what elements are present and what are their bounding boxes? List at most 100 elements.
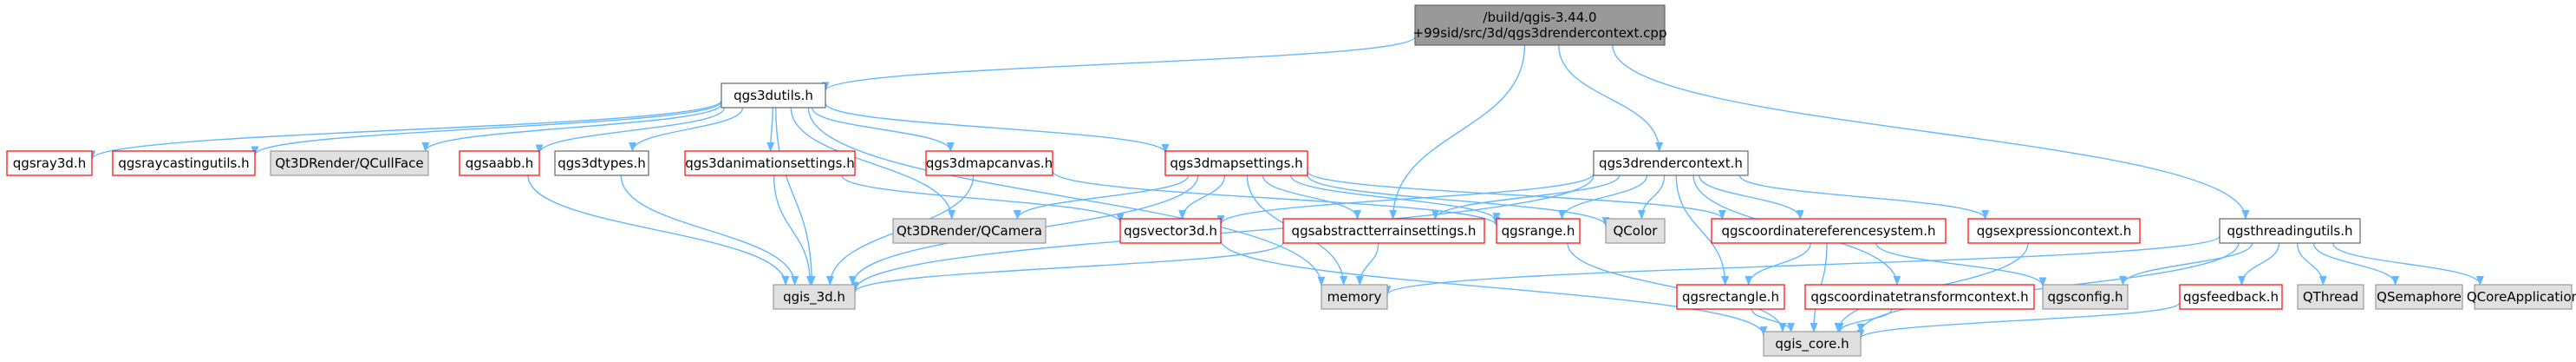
node-box-qgsconfig — [2042, 284, 2129, 310]
node-label-line-qgs3dmapsettings-0: qgs3dmapsettings.h — [1170, 155, 1302, 171]
edge-qgsthreadingutils-to-qgsfeedback — [2238, 242, 2280, 286]
node-label-line-qcullface-0: Qt3DRender/QCullFace — [275, 155, 423, 171]
node-box-qgscoordinatetransformcontext — [1804, 284, 2035, 310]
node-label-line-root-0: /build/qgis-3.44.0 — [1483, 10, 1596, 25]
edge-qgs3dutils-to-qgis_3d — [775, 107, 816, 286]
node-label-qgis_core: qgis_core.h — [1775, 336, 1849, 352]
node-box-qgsvector3d — [1119, 218, 1222, 244]
node-qgsvector3d[interactable]: qgsvector3d.h — [1119, 218, 1222, 244]
edge-qgs3dmapsettings-to-qgsabstractterrainsettings — [1262, 174, 1361, 220]
node-root[interactable]: /build/qgis-3.44.0+99sid/src/3d/qgs3dren… — [1413, 4, 1667, 46]
node-label-line-qgsthreadingutils-0: qgsthreadingutils.h — [2227, 223, 2352, 239]
node-label-line-root-1: +99sid/src/3d/qgs3drendercontext.cpp — [1413, 25, 1667, 41]
node-label-qgsaabb: qgsaabb.h — [466, 155, 534, 171]
edge-qgs3dmapsettings-to-qcamera — [1013, 174, 1190, 220]
node-qgsabstractterrainsettings[interactable]: qgsabstractterrainsettings.h — [1282, 218, 1485, 244]
node-qgsraycastingutils[interactable]: qgsraycastingutils.h — [112, 150, 256, 176]
node-qgsthreadingutils[interactable]: qgsthreadingutils.h — [2219, 218, 2361, 244]
edge-qgs3dutils-to-memory — [807, 107, 1326, 286]
node-box-qgsrange — [1496, 218, 1581, 244]
node-qgscoordinatereferencesystem[interactable]: qgscoordinatereferencesystem.h — [1711, 218, 1947, 244]
edge-qgsfeedback-to-qgis_core — [1856, 301, 2181, 339]
node-box-qgsray3d — [6, 150, 93, 176]
node-label-memory: memory — [1327, 289, 1382, 305]
edge-qgs3drendercontext-to-qgsrange — [1558, 174, 1648, 220]
node-box-qgsthreadingutils — [2219, 218, 2361, 244]
edge-qgs3dutils-to-qgs3danimationsettings — [766, 107, 775, 153]
node-qgsray3d[interactable]: qgsray3d.h — [6, 150, 93, 176]
node-label-qgsraycastingutils: qgsraycastingutils.h — [118, 155, 249, 171]
node-label-qgsvector3d: qgsvector3d.h — [1124, 223, 1217, 239]
node-label-qgscoordinatereferencesystem: qgscoordinatereferencesystem.h — [1722, 223, 1936, 239]
node-label-line-qcoreapplication-0: QCoreApplication — [2467, 289, 2576, 305]
node-qgsfeedback[interactable]: qgsfeedback.h — [2179, 284, 2283, 310]
node-label-line-qgsabstractterrainsettings-0: qgsabstractterrainsettings.h — [1292, 223, 1477, 239]
node-qthread: QThread — [2297, 284, 2364, 310]
edge-root-to-qgsabstractterrainsettings — [1389, 44, 1526, 220]
nodes-layer: /build/qgis-3.44.0+99sid/src/3d/qgs3dren… — [6, 4, 2576, 357]
node-label-line-qgsexpressioncontext-0: qgsexpressioncontext.h — [1977, 223, 2132, 239]
edge-qgs3dmapsettings-to-qgsrange — [1289, 174, 1501, 223]
node-qgs3dmapsettings[interactable]: qgs3dmapsettings.h — [1164, 150, 1308, 176]
edge-qgs3dutils-to-qgsraycastingutils — [251, 101, 722, 156]
node-box-qgs3dmapsettings — [1164, 150, 1308, 176]
node-label-line-qgsraycastingutils-0: qgsraycastingutils.h — [118, 155, 249, 171]
node-box-qgsabstractterrainsettings — [1282, 218, 1485, 244]
node-qcolor: QColor — [1605, 218, 1666, 244]
node-box-qthread — [2297, 284, 2364, 310]
node-label-line-qcolor-0: QColor — [1614, 223, 1659, 239]
node-qsemaphore: QSemaphore — [2375, 284, 2463, 310]
node-qgsexpressioncontext[interactable]: qgsexpressioncontext.h — [1967, 218, 2141, 244]
node-label-root: /build/qgis-3.44.0+99sid/src/3d/qgs3dren… — [1413, 10, 1667, 41]
edges-layer — [88, 36, 2484, 339]
edge-qgsvector3d-to-qgis_core — [1220, 240, 1768, 337]
edge-qgs3danimationsettings-to-qgis_3d — [773, 174, 814, 286]
edge-qgs3drendercontext-to-qgsexpressioncontext — [1738, 174, 1990, 220]
node-label-line-qgs3dmapcanvas-0: qgs3dmapcanvas.h — [926, 155, 1053, 171]
node-box-qcoreapplication — [2474, 284, 2573, 310]
node-box-qgis_core — [1763, 331, 1862, 357]
node-qgscoordinatetransformcontext[interactable]: qgscoordinatetransformcontext.h — [1804, 284, 2035, 310]
edge-qgscoordinatetransformcontext-to-qgis_core — [1836, 308, 1893, 333]
node-box-qgs3dmapcanvas — [925, 150, 1053, 176]
node-qcamera: Qt3DRender/QCamera — [892, 218, 1047, 244]
node-qgs3drendercontext[interactable]: qgs3drendercontext.h — [1593, 150, 1749, 176]
node-qgsaabb[interactable]: qgsaabb.h — [459, 150, 540, 176]
node-qgs3dutils[interactable]: qgs3dutils.h — [721, 82, 826, 109]
node-label-line-qsemaphore-0: QSemaphore — [2377, 289, 2462, 305]
edge-qgs3dutils-to-qcullface — [421, 103, 722, 153]
node-box-qgs3drendercontext — [1593, 150, 1749, 176]
edge-qgs3dutils-to-qgs3dmapcanvas — [812, 107, 955, 153]
node-box-qgsexpressioncontext — [1967, 218, 2141, 244]
edge-qgs3dmapsettings-to-qgscoordinatereferencesystem — [1307, 171, 1726, 220]
edge-qgscoordinatereferencesystem-to-qgsconfig — [1875, 242, 2047, 287]
node-box-qgscoordinatereferencesystem — [1711, 218, 1947, 244]
edge-root-to-qgs3dutils — [821, 36, 1416, 92]
node-label-qgsrange: qgsrange.h — [1502, 223, 1575, 239]
node-qgsrange[interactable]: qgsrange.h — [1496, 218, 1581, 244]
node-box-qcullface — [270, 150, 429, 176]
edge-qgs3drendercontext-to-qgsabstractterrainsettings — [1431, 174, 1621, 220]
node-label-qthread: QThread — [2303, 289, 2358, 305]
edge-qgs3drendercontext-to-qgsrectangle — [1675, 174, 1730, 286]
node-label-qgsthreadingutils: qgsthreadingutils.h — [2227, 223, 2352, 239]
node-label-qgsrectangle: qgsrectangle.h — [1682, 289, 1779, 305]
node-label-line-qgis_3d-0: qgis_3d.h — [783, 289, 845, 306]
node-qgs3danimationsettings[interactable]: qgs3danimationsettings.h — [684, 150, 856, 176]
node-box-qgsfeedback — [2179, 284, 2283, 310]
node-label-qgsexpressioncontext: qgsexpressioncontext.h — [1977, 223, 2132, 239]
edge-qgs3dutils-to-qgsaabb — [535, 107, 725, 155]
node-qgs3dtypes[interactable]: qgs3dtypes.h — [554, 150, 649, 176]
node-box-qcolor — [1605, 218, 1666, 244]
node-box-qgs3dutils — [721, 82, 826, 109]
edge-qgs3dmapsettings-to-qcolor — [1307, 174, 1610, 227]
node-label-line-qgsray3d-0: qgsray3d.h — [13, 155, 86, 171]
node-label-qcolor: QColor — [1614, 223, 1659, 239]
node-box-qgsaabb — [459, 150, 540, 176]
node-qcoreapplication: QCoreApplication — [2467, 284, 2576, 310]
node-qgis_3d: qgis_3d.h — [773, 284, 856, 310]
node-qgsrectangle[interactable]: qgsrectangle.h — [1676, 284, 1785, 310]
node-qgs3dmapcanvas[interactable]: qgs3dmapcanvas.h — [925, 150, 1053, 176]
